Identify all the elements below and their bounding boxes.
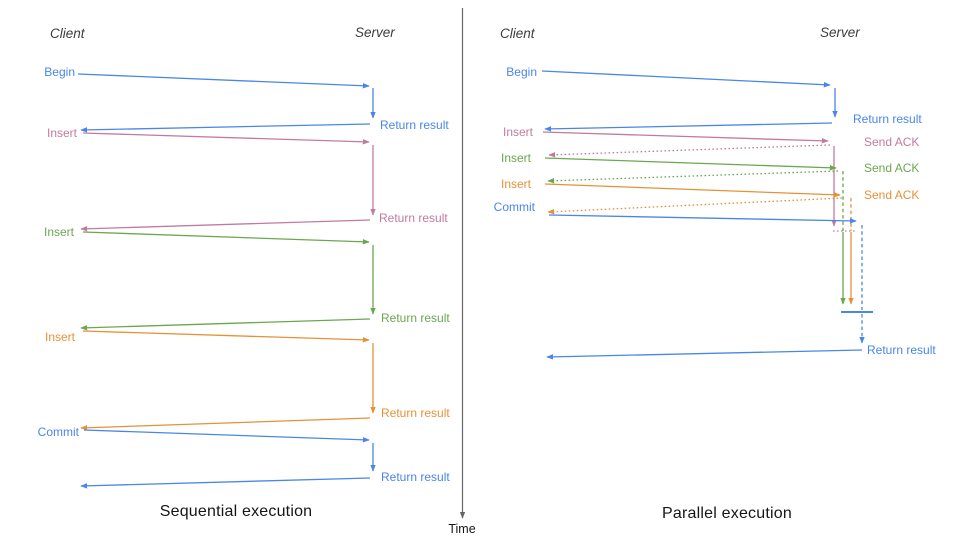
insert3-request-line: [82, 330, 370, 343]
insert2-request-line: [544, 157, 837, 171]
insert-3-label: Insert: [501, 177, 532, 191]
parallel-panel-title: Parallel execution: [662, 505, 792, 522]
send-ack-3: Send ACK: [864, 188, 919, 202]
client-header: Client: [50, 26, 86, 41]
insert3-request-line: [544, 183, 841, 198]
insert3-return-line: [80, 417, 371, 431]
insert1-request-line: [542, 131, 829, 144]
begin-request-line: [77, 73, 370, 89]
server-header: Server: [355, 25, 395, 40]
return-result-3: Return result: [381, 311, 450, 325]
return-result-2: Return result: [379, 211, 448, 225]
return-result-4: Return result: [381, 406, 450, 420]
send-ack-2: Send ACK: [864, 161, 919, 175]
commit-request-line: [548, 214, 857, 224]
commit-return-line: [80, 477, 371, 489]
time-axis-label: Time: [448, 522, 476, 536]
commit-return-line: [546, 349, 863, 360]
insert-1-label: Insert: [503, 125, 534, 139]
begin-return-line: [544, 122, 833, 132]
begin-request-line: [541, 70, 831, 88]
insert-3-label: Insert: [45, 330, 76, 344]
insert2-return-line: [80, 318, 371, 331]
commit-label: Commit: [38, 425, 80, 439]
return-result-1: Return result: [853, 112, 922, 126]
insert1-ack-line: [548, 144, 831, 158]
insert-1-label: Insert: [47, 126, 78, 140]
insert3-ack-line: [547, 197, 843, 215]
begin-return-line: [80, 123, 371, 133]
insert1-return-line: [80, 219, 371, 232]
insert2-ack-line: [547, 170, 839, 184]
commit-request-line: [83, 429, 370, 443]
begin-label: Begin: [44, 65, 75, 79]
client-header: Client: [500, 26, 536, 41]
return-result-5: Return result: [381, 470, 450, 484]
begin-label: Begin: [506, 65, 537, 79]
insert-2-label: Insert: [501, 151, 532, 165]
send-ack-1: Send ACK: [864, 135, 919, 149]
insert2-request-line: [82, 231, 370, 245]
sequential-panel-title: Sequential execution: [159, 503, 313, 520]
commit-label: Commit: [494, 200, 536, 214]
server-header: Server: [820, 25, 860, 40]
insert-2-label: Insert: [44, 225, 75, 239]
return-result-1: Return result: [380, 118, 449, 132]
return-result-final: Return result: [867, 343, 936, 357]
insert1-request-line: [82, 132, 370, 145]
